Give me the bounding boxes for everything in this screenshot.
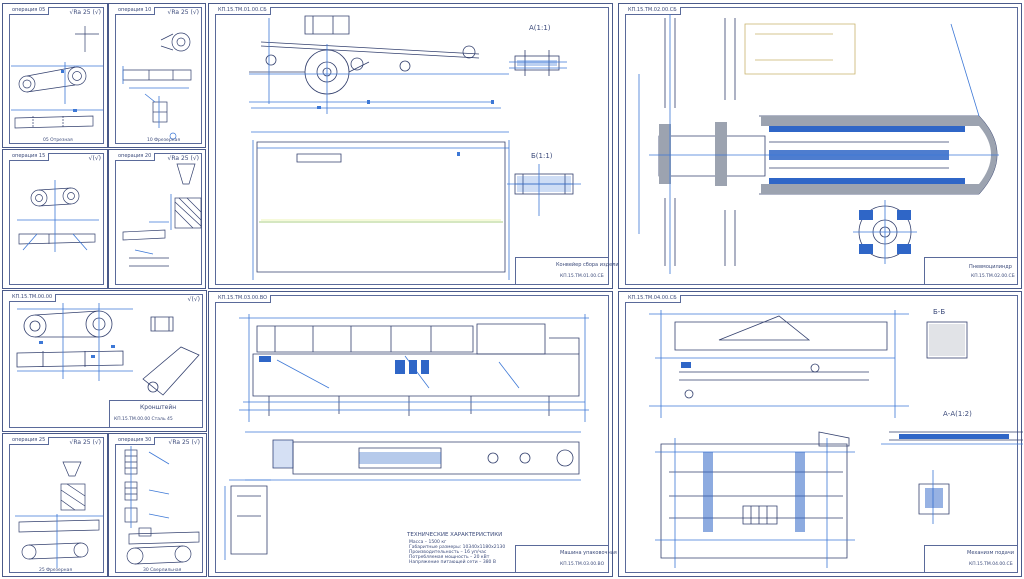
- section-label-b: Б(1:1): [531, 152, 553, 160]
- spec-line: Потребляемая мощность – 20 кВт: [409, 555, 490, 560]
- bracket-views: [16, 303, 200, 396]
- sheet-frame: [9, 437, 104, 573]
- assembly-title: Пневмоцилиндр: [969, 264, 1012, 270]
- roughness-symbol: √(√): [88, 155, 101, 162]
- spec-list: Масса – 1500 кг Габаритные размеры: 1034…: [409, 540, 505, 565]
- assembly-title: Механизм подачи: [967, 550, 1015, 556]
- sheet-frame: [9, 153, 104, 285]
- spec-line: Масса – 1500 кг: [409, 540, 447, 545]
- machine-title: Машина упаковочная: [560, 550, 617, 556]
- sheet-tag: операция 05: [9, 7, 50, 15]
- sheet-tag: КП.15.ТМ.00.00: [9, 294, 57, 302]
- roughness-symbol: √Ra 25 (√): [168, 439, 201, 446]
- title-block: Пневмоцилиндр КП.15.ТМ.02.00.СБ: [924, 257, 1018, 285]
- assembly-title: Конвейер сбора изделий: [556, 262, 622, 268]
- sheet-frame: [215, 7, 609, 285]
- roughness-symbol: √Ra 25 (√): [167, 155, 200, 162]
- conveyor-views: [249, 15, 581, 280]
- feed-mechanism-views: [649, 310, 1023, 568]
- roughness-symbol: √(√): [187, 296, 200, 303]
- title-block: Машина упаковочная КП.15.ТМ.03.00.ВО: [515, 545, 617, 573]
- bracket-part-drawing[interactable]: КП.15.ТМ.00.00 √(√) Кронштейн КП.15.ТМ.0…: [2, 290, 207, 432]
- sheet-frame: [9, 7, 104, 144]
- packaging-machine-general-view[interactable]: КП.15.ТМ.03.00.ВО: [208, 291, 617, 577]
- sheet-tag: операция 30: [115, 437, 156, 445]
- sheet-frame: [115, 7, 202, 144]
- document-code: КП.15.ТМ.00.00 Сталь 45: [114, 417, 173, 422]
- spec-line: Производительность – 16 уп/час: [409, 550, 487, 555]
- sheet-frame: [9, 294, 203, 428]
- operation-sheet-25[interactable]: операция 25 √Ra 25 (√) 25 Фрезерная: [2, 433, 108, 577]
- operation-sheet-30[interactable]: операция 30 √Ra 25 (√) 30 Сверлильная: [108, 433, 207, 577]
- sheet-tag: операция 15: [9, 153, 50, 161]
- cylinder-section: [638, 14, 999, 274]
- spec-line: Напряжение питающей сети – 380 В: [409, 560, 496, 565]
- sheet-tag: операция 20: [115, 153, 156, 161]
- part-sketch: [17, 180, 99, 252]
- sheet-tag: КП.15.ТМ.04.00.СБ: [625, 295, 681, 303]
- sheet-frame: [115, 153, 202, 285]
- sheet-frame: [115, 437, 203, 573]
- roughness-symbol: √Ra 25 (√): [167, 9, 200, 16]
- document-code: КП.15.ТМ.04.00.СБ: [969, 562, 1013, 567]
- roughness-symbol: √Ra 25 (√): [69, 439, 102, 446]
- document-code: КП.15.ТМ.01.00.СБ: [560, 274, 604, 279]
- operation-sheet-05[interactable]: операция 05 √Ra 25 (√) 05 Отрезная: [2, 3, 108, 148]
- sheet-tag: операция 10: [115, 7, 156, 15]
- operation-sheet-10[interactable]: операция 10 √Ra 25 (√) 10 Фрезерная: [108, 3, 206, 148]
- sheet-frame: [625, 7, 1018, 285]
- part-sketch: [15, 461, 103, 568]
- sheet-tag: КП.15.ТМ.02.00.СБ: [625, 7, 681, 15]
- sheet-frame: [215, 295, 609, 573]
- title-block: Конвейер сбора изделий КП.15.ТМ.01.00.СБ: [515, 257, 622, 285]
- title-block: Кронштейн КП.15.ТМ.00.00 Сталь 45: [109, 400, 203, 428]
- sheet-tag: КП.15.ТМ.03.00.ВО: [215, 295, 272, 303]
- operation-sheet-20[interactable]: операция 20 √Ra 25 (√): [108, 149, 206, 289]
- document-code: КП.15.ТМ.03.00.ВО: [560, 562, 605, 567]
- operation-caption: 30 Сверлильная: [143, 568, 182, 573]
- spec-line: Габаритные размеры: 10340х1180х2130: [409, 545, 506, 550]
- section-label-a: А(1:1): [529, 24, 551, 32]
- spec-title: ТЕХНИЧЕСКИЕ ХАРАКТЕРИСТИКИ: [407, 532, 503, 538]
- view-label-b: Б-Б: [933, 308, 946, 316]
- part-sketch: [122, 32, 192, 140]
- operation-caption: 10 Фрезерная: [147, 138, 181, 143]
- part-sketch: [124, 446, 200, 565]
- machine-views: [224, 314, 589, 560]
- title-block: Механизм подачи КП.15.ТМ.04.00.СБ: [924, 545, 1018, 573]
- roughness-symbol: √Ra 25 (√): [69, 9, 102, 16]
- operation-caption: 25 Фрезерная: [39, 568, 73, 573]
- pneumatic-cylinder-drawing[interactable]: КП.15.ТМ.02.00.СБ: [618, 3, 1022, 289]
- sheet-frame: [625, 295, 1018, 573]
- operation-caption: 05 Отрезная: [43, 138, 73, 143]
- part-title: Кронштейн: [140, 404, 177, 411]
- part-sketch: [122, 163, 202, 267]
- part-sketch: [11, 26, 103, 129]
- document-code: КП.15.ТМ.02.00.СБ: [971, 274, 1015, 279]
- view-label-a: А-А(1:2): [943, 410, 972, 418]
- sheet-tag: операция 25: [9, 437, 50, 445]
- operation-sheet-15[interactable]: операция 15 √(√): [2, 149, 108, 289]
- sheet-tag: КП.15.ТМ.01.00.СБ: [215, 7, 271, 15]
- conveyor-assembly-drawing[interactable]: КП.15.ТМ.01.00.СБ: [208, 3, 622, 289]
- feed-mechanism-drawing[interactable]: КП.15.ТМ.04.00.СБ: [618, 291, 1023, 577]
